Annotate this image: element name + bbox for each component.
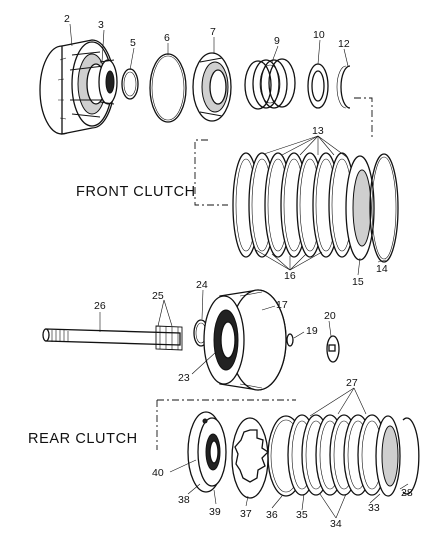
middle-leader-lines (99, 289, 332, 375)
rear-clutch-label: REAR CLUTCH (28, 431, 138, 447)
return-springs-part-9 (244, 58, 296, 110)
clutch-hub-part-17 (203, 289, 287, 391)
front-clutch-hub-part-3 (98, 59, 118, 105)
callout-37: 37 (240, 508, 252, 520)
pressure-plate-part-33 (375, 415, 401, 497)
callout-numbers: 2 3 5 6 7 9 10 12 13 16 15 14 26 25 24 1… (64, 13, 413, 530)
rear-clutch-leader-lines (169, 387, 409, 519)
front-clutch-bracket (194, 97, 373, 206)
thrust-washer-part-20 (326, 335, 340, 363)
spring-plate-part-37 (231, 417, 270, 499)
seal-ring-part-5 (121, 68, 139, 100)
callout-40: 40 (152, 467, 164, 479)
callout-34: 34 (330, 518, 342, 530)
callout-19: 19 (306, 325, 318, 337)
rear-clutch-bracket (156, 399, 296, 450)
callout-23: 23 (178, 372, 190, 384)
ring-part-19 (286, 333, 294, 347)
callout-38: 38 (178, 494, 190, 506)
callout-7: 7 (210, 26, 216, 38)
seal-ring-part-6 (149, 53, 187, 123)
front-clutch-leader-lines (69, 23, 387, 276)
callout-20: 20 (324, 310, 336, 322)
front-clutch-plate-stack-part-13-16 (232, 152, 356, 258)
callout-24: 24 (196, 279, 208, 291)
callout-33: 33 (368, 502, 380, 514)
callout-36: 36 (266, 509, 278, 521)
callout-28: 28 (401, 487, 413, 499)
spring-retainer-part-10 (307, 63, 329, 109)
callout-6: 6 (164, 32, 170, 44)
callout-35: 35 (296, 509, 308, 521)
input-shaft-part-26 (42, 325, 183, 351)
rear-clutch-retainer-part-38-39-40 (187, 411, 227, 493)
callout-14: 14 (376, 263, 388, 275)
callout-3: 3 (98, 19, 104, 31)
callout-2: 2 (64, 13, 70, 25)
snap-ring-part-12 (336, 65, 351, 109)
rear-clutch-plate-stack-part-27-34-35 (287, 414, 387, 496)
callout-12: 12 (338, 38, 350, 50)
front-clutch-label: FRONT CLUTCH (76, 184, 196, 200)
callout-15: 15 (352, 276, 364, 288)
callout-13: 13 (312, 125, 324, 137)
snap-ring-part-28 (402, 417, 420, 495)
callout-26: 26 (94, 300, 106, 312)
pressure-plate-part-15 (345, 155, 375, 261)
callout-9: 9 (274, 35, 280, 47)
callout-5: 5 (130, 37, 136, 49)
callout-10: 10 (313, 29, 325, 41)
callout-16: 16 (284, 270, 296, 282)
snap-ring-part-14 (369, 153, 399, 263)
callout-27: 27 (346, 377, 358, 389)
callout-25: 25 (152, 290, 164, 302)
callout-39: 39 (209, 506, 221, 518)
front-clutch-piston-part-7 (192, 52, 232, 122)
callout-17: 17 (276, 299, 288, 311)
